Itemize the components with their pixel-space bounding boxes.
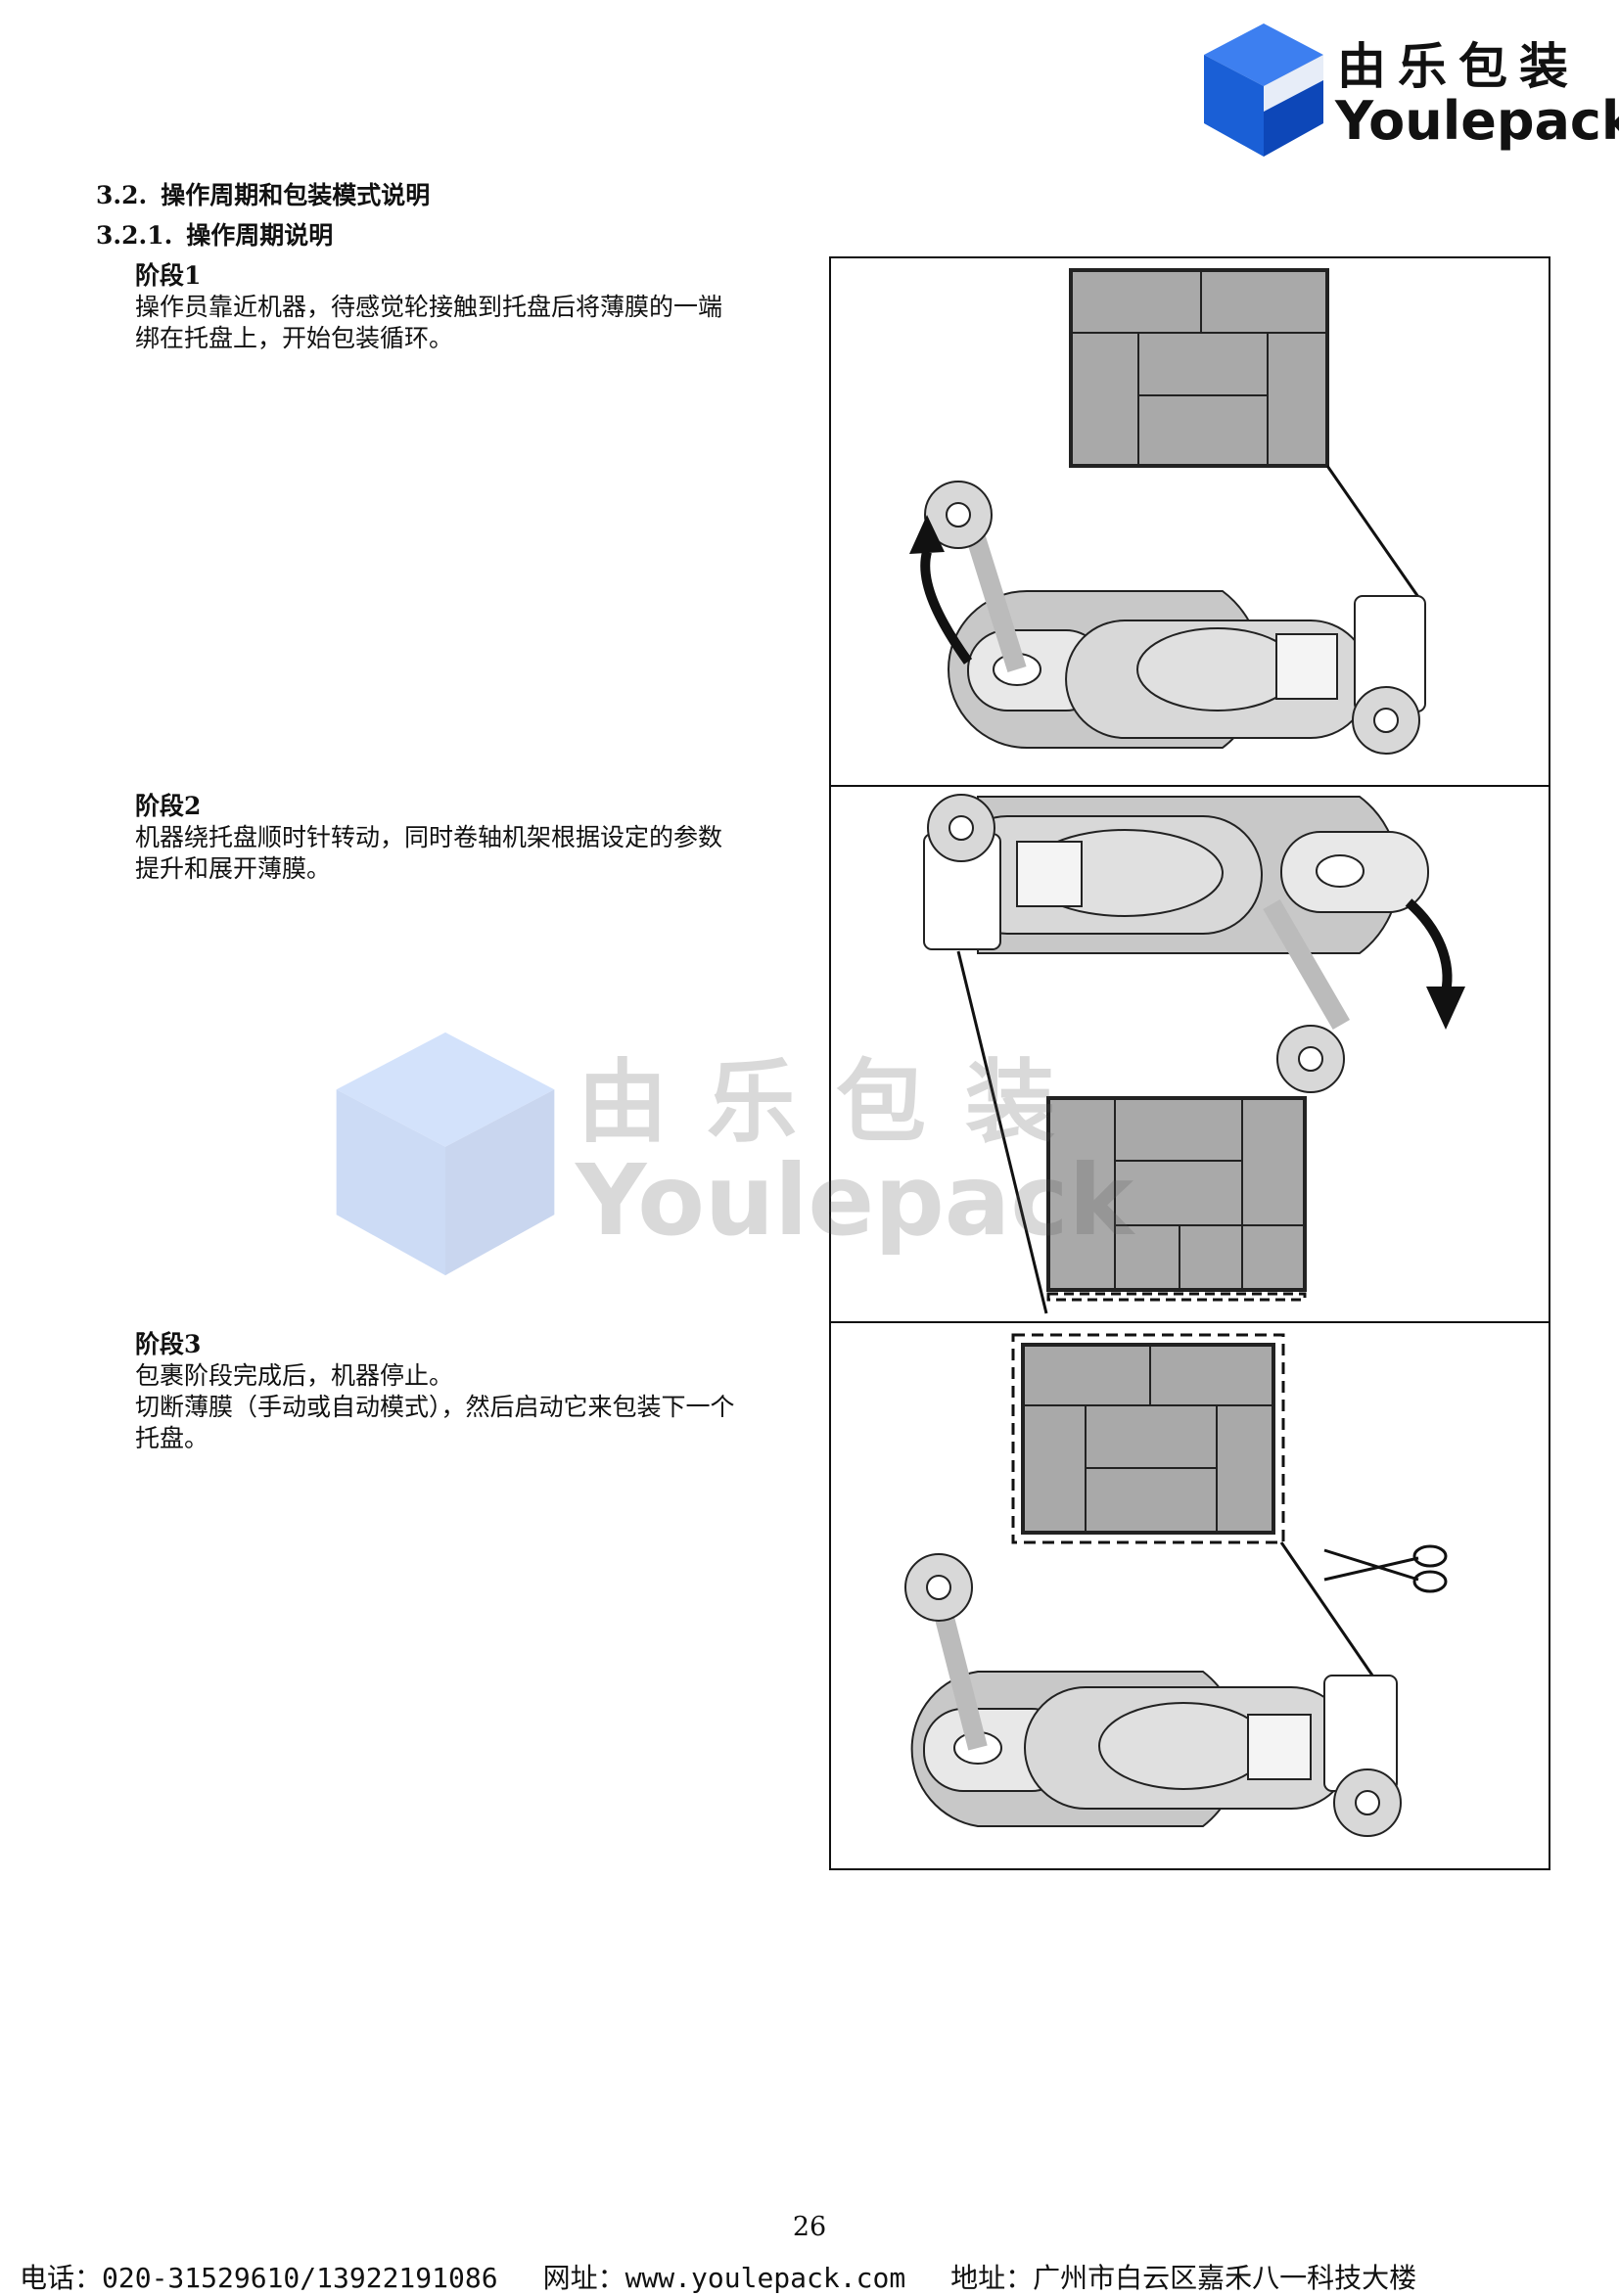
pallet: [1046, 1096, 1307, 1292]
stage-3-text: 阶段3 包裹阶段完成后，机器停止。 切断薄膜（手动或自动模式），然后启动它来包装…: [135, 1329, 820, 1454]
scissors-icon: [1323, 1544, 1448, 1593]
stage-title: 阶段1: [135, 261, 202, 290]
logo-text-en: Youlepack: [1335, 90, 1619, 152]
stage-2-text: 阶段2 机器绕托盘顺时针转动，同时卷轴机架根据设定的参数 提升和展开薄膜。: [135, 791, 820, 885]
stage-line: 绑在托盘上，开始包装循环。: [135, 324, 454, 352]
stage-title: 阶段3: [135, 1330, 202, 1358]
stretch-wrapper-robot: [923, 794, 1429, 1093]
stage-line: 包裹阶段完成后，机器停止。: [135, 1361, 454, 1390]
pallet: [1069, 268, 1329, 468]
stage-line: 切断薄膜（手动或自动模式），然后启动它来包装下一个: [135, 1393, 735, 1421]
subsection-title: 操作周期说明: [186, 221, 334, 250]
stretch-wrapper-robot: [924, 481, 1426, 755]
cube-logo-icon: [1204, 23, 1323, 157]
stage-title: 阶段2: [135, 792, 202, 820]
pallet: [1021, 1343, 1275, 1535]
rotation-arrow-icon: [920, 550, 973, 665]
stage-1-illustration: [909, 268, 1426, 755]
subsection-heading: 3.2.1. 操作周期说明: [96, 216, 347, 252]
stretch-wrapper-robot: [904, 1553, 1402, 1837]
stage-line: 操作员靠近机器，待感觉轮接触到托盘后将薄膜的一端: [135, 293, 723, 321]
brand-logo: 由乐包装 Youlepack: [1202, 22, 1619, 159]
page-number: 26: [792, 2212, 827, 2242]
operation-cycle-figure: [829, 256, 1550, 1870]
footer-phone: 电话：020-31529610/13922191086: [20, 2262, 498, 2294]
footer-address: 地址：广州市白云区嘉禾八一科技大楼: [950, 2262, 1417, 2294]
stage-line: 提升和展开薄膜。: [135, 854, 332, 883]
footer-website: 网址：www.youlepack.com: [542, 2262, 906, 2294]
stage-2-illustration: [923, 794, 1465, 1314]
section-heading: 3.2. 操作周期和包装模式说明: [96, 176, 443, 211]
rotation-arrow-icon: [1405, 898, 1453, 993]
section-title: 操作周期和包装模式说明: [161, 181, 431, 209]
footer: 电话：020-31529610/13922191086 网址：www.youlep…: [20, 2257, 1461, 2296]
stage-3-illustration: [904, 1333, 1448, 1837]
stage-line: 机器绕托盘顺时针转动，同时卷轴机架根据设定的参数: [135, 823, 723, 851]
subsection-number: 3.2.1.: [96, 221, 173, 250]
section-number: 3.2.: [96, 181, 148, 209]
cube-logo-icon: [336, 1032, 555, 1276]
stage-1-text: 阶段1 操作员靠近机器，待感觉轮接触到托盘后将薄膜的一端 绑在托盘上，开始包装循…: [135, 260, 820, 354]
stage-line: 托盘。: [135, 1424, 209, 1452]
logo-text-cn: 由乐包装: [1337, 38, 1580, 95]
